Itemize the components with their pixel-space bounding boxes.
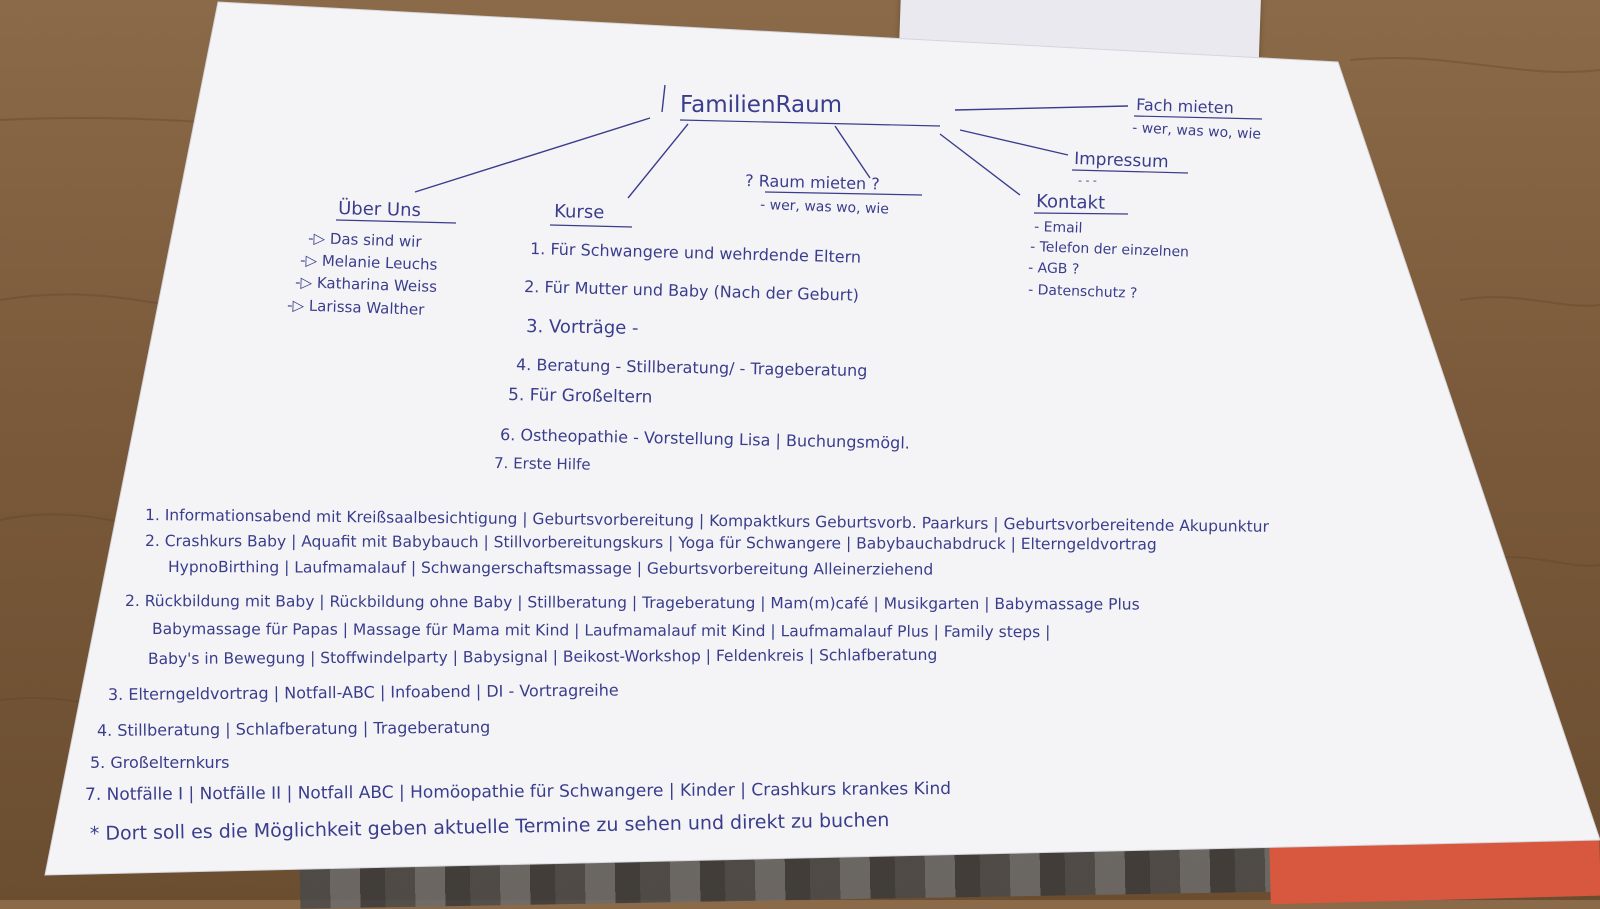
kurse-item: 7. Erste Hilfe [494, 454, 591, 474]
connector-ueber-uns [414, 117, 651, 193]
course-notes: 1. Informationsabend mit Kreißsaalbesich… [85, 506, 1270, 845]
branch-fach-mieten: Fach mieten - wer, was wo, wie [1132, 95, 1263, 143]
branch-ueber-uns: Über Uns -▷ Das sind wir -▷ Melanie Leuc… [287, 197, 457, 319]
center-node: FamilienRaum [661, 84, 941, 127]
kurse-item: 5. Für Großeltern [508, 385, 653, 408]
raum-mieten-title: ? Raum mieten ? [745, 171, 880, 194]
note-line: 5. Großelternkurs [90, 753, 230, 772]
connector-raum-mieten [834, 125, 871, 179]
center-bracket-mark [661, 84, 666, 113]
fach-mieten-title: Fach mieten [1136, 95, 1234, 117]
kurse-item: 3. Vorträge - [526, 316, 639, 339]
fach-mieten-sub: - wer, was wo, wie [1132, 120, 1262, 143]
connector-kurse [627, 123, 689, 199]
impressum-sub: - - - [1078, 174, 1097, 187]
ueber-uns-item: -▷ Katharina Weiss [295, 273, 438, 296]
note-line: Baby's in Bewegung | Stoffwindelparty | … [148, 646, 937, 668]
paper-sheet [44, 1, 1600, 876]
note-line: 2. Crashkurs Baby | Aquafit mit Babybauc… [145, 532, 1157, 554]
branch-kontakt: Kontakt - Email - Telefon der einzelnen … [1028, 191, 1189, 302]
ueber-uns-item: -▷ Larissa Walther [287, 296, 426, 319]
ueber-uns-item: -▷ Melanie Leuchs [300, 251, 438, 274]
branch-raum-mieten: ? Raum mieten ? - wer, was wo, wie [745, 171, 923, 217]
center-title: FamilienRaum [680, 92, 842, 118]
connector-impressum [959, 129, 1069, 156]
kontakt-underline [1033, 212, 1129, 215]
kontakt-item: - Datenschutz ? [1028, 282, 1138, 302]
kontakt-title: Kontakt [1036, 191, 1105, 214]
kontakt-item: - Telefon der einzelnen [1030, 239, 1189, 261]
kontakt-item: - Email [1034, 219, 1083, 237]
kurse-title: Kurse [554, 201, 605, 223]
ueber-uns-title: Über Uns [338, 197, 421, 221]
kontakt-item: - AGB ? [1028, 260, 1080, 278]
note-line: Babymassage für Papas | Massage für Mama… [152, 620, 1050, 641]
note-line: 2. Rückbildung mit Baby | Rückbildung oh… [125, 592, 1140, 614]
raum-mieten-underline [764, 191, 923, 196]
impressum-title: Impressum [1074, 149, 1169, 172]
raum-mieten-sub: - wer, was wo, wie [760, 197, 889, 217]
impressum-underline [1071, 169, 1189, 174]
connector-lines [414, 105, 1129, 199]
note-line: 4. Stillberatung | Schlafberatung | Trag… [97, 718, 490, 740]
center-underline [679, 119, 941, 127]
note-line: HypnoBirthing | Laufmamalauf | Schwanger… [168, 558, 933, 579]
branch-impressum: Impressum - - - [1071, 149, 1189, 187]
ueber-uns-item: -▷ Das sind wir [308, 229, 423, 251]
connector-kontakt [939, 133, 1021, 196]
kurse-underline [549, 224, 633, 228]
note-line: 3. Elterngeldvortrag | Notfall-ABC | Inf… [108, 681, 619, 704]
fach-mieten-underline [1133, 115, 1263, 120]
connector-fach-mieten [954, 105, 1129, 111]
ueber-uns-underline [335, 219, 457, 224]
